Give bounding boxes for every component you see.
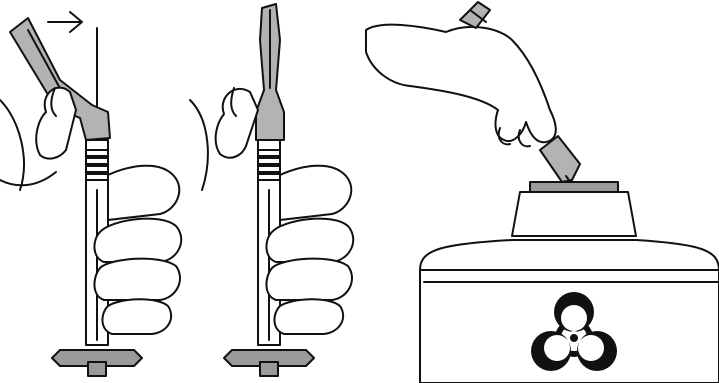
panel-3 <box>366 2 719 383</box>
right-arrow-icon <box>48 12 82 32</box>
syringe-collar <box>86 150 108 180</box>
thumb <box>216 89 258 158</box>
panel-2 <box>190 4 353 376</box>
hand-dropping-syringe <box>366 2 580 190</box>
hand-gripping-barrel <box>266 166 353 334</box>
thumb <box>36 88 76 159</box>
hand-gripping-barrel <box>94 166 181 334</box>
panel-1 <box>0 12 181 376</box>
syringe-collar <box>258 150 280 180</box>
